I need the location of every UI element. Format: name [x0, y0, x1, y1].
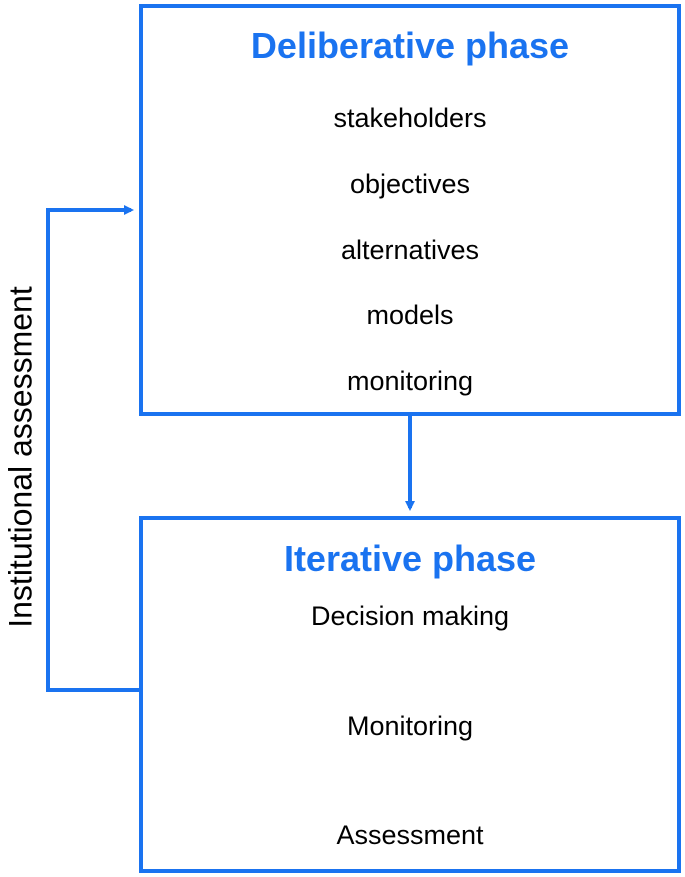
iterative-phase-box: Iterative phase — [139, 516, 681, 873]
deliberative-item-monitoring: monitoring — [346, 366, 474, 396]
iterative-phase-title: Iterative phase — [283, 538, 537, 579]
deliberative-item-alternatives: alternatives — [340, 235, 480, 265]
step-assessment: Assessment — [336, 820, 484, 850]
step-monitoring: Monitoring — [346, 711, 474, 741]
institutional-feedback-arrow — [46, 205, 141, 692]
deliberative-phase-box: Deliberative phase stakeholders objectiv… — [139, 4, 681, 416]
deliberative-item-objectives: objectives — [349, 169, 471, 199]
step-decision-making: Decision making — [310, 601, 510, 631]
institutional-assessment-label: Institutional assessment — [2, 286, 39, 628]
deliberative-item-models: models — [366, 300, 454, 330]
deliberative-item-stakeholders: stakeholders — [333, 103, 487, 133]
deliberative-phase-title: Deliberative phase — [250, 25, 570, 66]
